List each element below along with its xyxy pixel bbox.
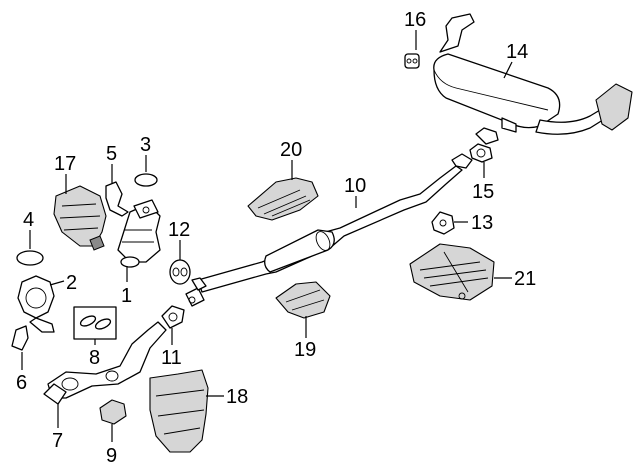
center-pipe-resonator bbox=[185, 153, 473, 307]
heat-shield-floor bbox=[149, 369, 209, 453]
callout-11: 11 bbox=[161, 347, 182, 369]
callout-10: 10 bbox=[344, 175, 366, 197]
gasket-ring-3 bbox=[134, 173, 158, 187]
callout-16: 16 bbox=[404, 9, 426, 31]
catalytic-converter-front bbox=[117, 199, 161, 268]
callout-4: 4 bbox=[23, 209, 34, 231]
heat-shield-center bbox=[247, 177, 319, 221]
callout-6: 6 bbox=[16, 372, 27, 394]
bracket bbox=[105, 181, 129, 217]
callout-2: 2 bbox=[66, 272, 77, 294]
callout-14: 14 bbox=[506, 41, 528, 63]
heat-shield-rear bbox=[409, 243, 495, 301]
callout-labels: 1 2 3 4 5 6 7 8 9 10 11 12 13 14 15 16 1… bbox=[16, 9, 536, 467]
rubber-insulator bbox=[169, 259, 191, 285]
callout-12: 12 bbox=[168, 219, 190, 241]
callout-21: 21 bbox=[514, 268, 536, 290]
callout-7: 7 bbox=[52, 430, 63, 452]
callout-3: 3 bbox=[140, 134, 151, 156]
catalytic-converter-rear bbox=[17, 275, 55, 333]
hanger-bracket bbox=[431, 211, 455, 235]
callout-1: 1 bbox=[121, 285, 132, 307]
callout-9: 9 bbox=[106, 445, 117, 467]
callout-19: 19 bbox=[294, 339, 316, 361]
callout-5: 5 bbox=[106, 143, 117, 165]
callout-15: 15 bbox=[472, 181, 494, 203]
callout-18: 18 bbox=[226, 386, 248, 408]
callout-8: 8 bbox=[89, 347, 100, 369]
front-exhaust-pipe bbox=[43, 321, 167, 405]
callout-17: 17 bbox=[54, 153, 76, 175]
exhaust-gasket bbox=[161, 305, 185, 329]
flange-gasket bbox=[469, 127, 499, 163]
leader-lines bbox=[21, 30, 513, 442]
gasket-set bbox=[73, 306, 117, 340]
muffler-assembly bbox=[433, 13, 633, 135]
rubber-hanger bbox=[404, 53, 420, 69]
heat-shield-small bbox=[99, 399, 127, 425]
heat-shield-lower bbox=[275, 281, 331, 319]
callout-20: 20 bbox=[280, 139, 302, 161]
heat-insulator-upper bbox=[53, 185, 107, 251]
bracket-small bbox=[11, 325, 29, 351]
gasket-ring-4 bbox=[16, 250, 44, 266]
callout-13: 13 bbox=[471, 212, 493, 234]
